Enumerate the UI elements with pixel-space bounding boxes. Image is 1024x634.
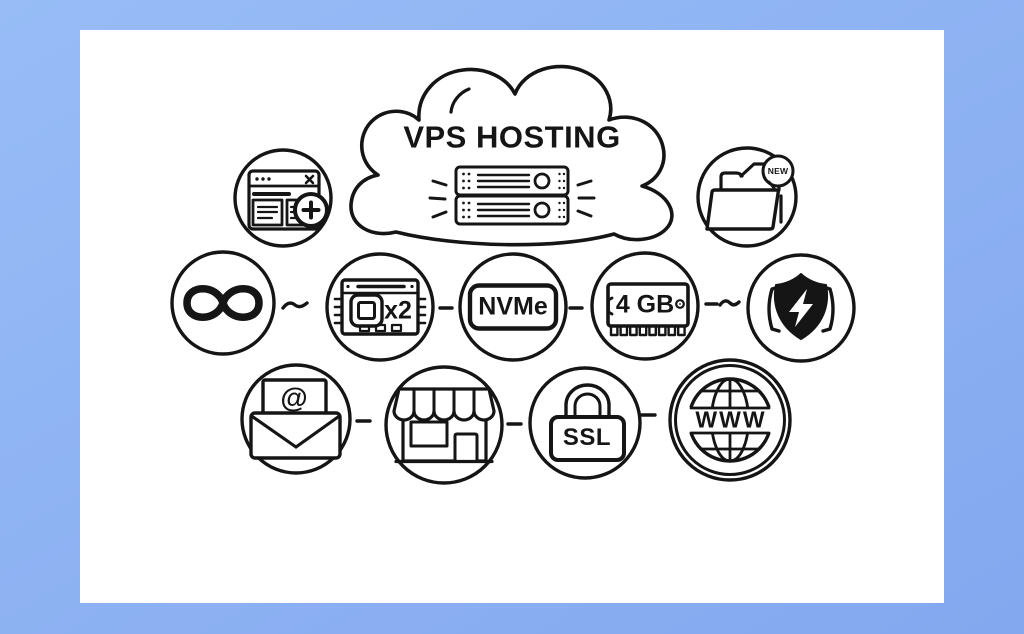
ssl-label: SSL bbox=[562, 424, 612, 451]
server-ticks-left bbox=[428, 179, 448, 219]
ram-module-icon bbox=[606, 282, 690, 337]
shackle-inner bbox=[573, 392, 602, 419]
node-ram bbox=[590, 251, 700, 361]
connectors bbox=[281, 299, 741, 426]
node-shop bbox=[384, 365, 504, 485]
cpu-chip-icon bbox=[333, 278, 427, 336]
node-unlimited bbox=[170, 250, 276, 356]
node-browser bbox=[233, 148, 333, 248]
nvme-badge-icon bbox=[467, 283, 559, 331]
server-rack-icon bbox=[428, 165, 596, 226]
new-badge-label: NEW bbox=[767, 165, 789, 176]
cloud-outline bbox=[349, 64, 674, 247]
node-folder bbox=[696, 146, 798, 248]
envelope-front bbox=[249, 411, 342, 460]
server-ticks-right bbox=[576, 179, 596, 218]
cloud bbox=[349, 64, 674, 247]
www-label: WWW bbox=[695, 406, 767, 433]
cloud-accent-line bbox=[449, 87, 471, 114]
globe-icon bbox=[687, 377, 773, 463]
shop-door bbox=[453, 432, 479, 463]
ram-size-label: 4 GB bbox=[615, 290, 675, 319]
padlock-icon bbox=[549, 383, 626, 462]
storage-type-label: NVMe bbox=[478, 292, 548, 321]
bracket-right bbox=[821, 285, 835, 333]
storefront-icon bbox=[392, 387, 496, 464]
folder-flap bbox=[739, 162, 767, 178]
infinity-icon bbox=[183, 285, 263, 321]
node-cpu bbox=[325, 252, 435, 362]
close-x-glyph bbox=[304, 174, 315, 185]
lock-body bbox=[549, 415, 626, 462]
shackle-outer bbox=[564, 383, 611, 419]
new-bubble-tail bbox=[767, 180, 776, 190]
folder-new-icon bbox=[705, 154, 795, 231]
shop-window bbox=[409, 420, 449, 448]
node-web bbox=[668, 358, 792, 482]
node-protection bbox=[746, 253, 856, 363]
cloud-title: VPS HOSTING bbox=[403, 119, 621, 155]
lightning-bolt bbox=[789, 289, 813, 327]
browser-add-icon bbox=[247, 169, 329, 231]
cpu-count-label: x2 bbox=[384, 296, 412, 325]
plus-glyph bbox=[301, 200, 321, 220]
shield-bolt-icon bbox=[767, 273, 835, 340]
connector-squiggle bbox=[281, 301, 309, 310]
connector-squiggle bbox=[718, 299, 741, 307]
node-ssl bbox=[528, 366, 642, 480]
new-bubble bbox=[761, 154, 795, 188]
folder-front bbox=[705, 188, 780, 231]
bracket-left bbox=[767, 285, 781, 333]
email-at-glyph: @ bbox=[280, 382, 308, 413]
node-storage bbox=[458, 252, 568, 362]
awning bbox=[392, 387, 496, 422]
